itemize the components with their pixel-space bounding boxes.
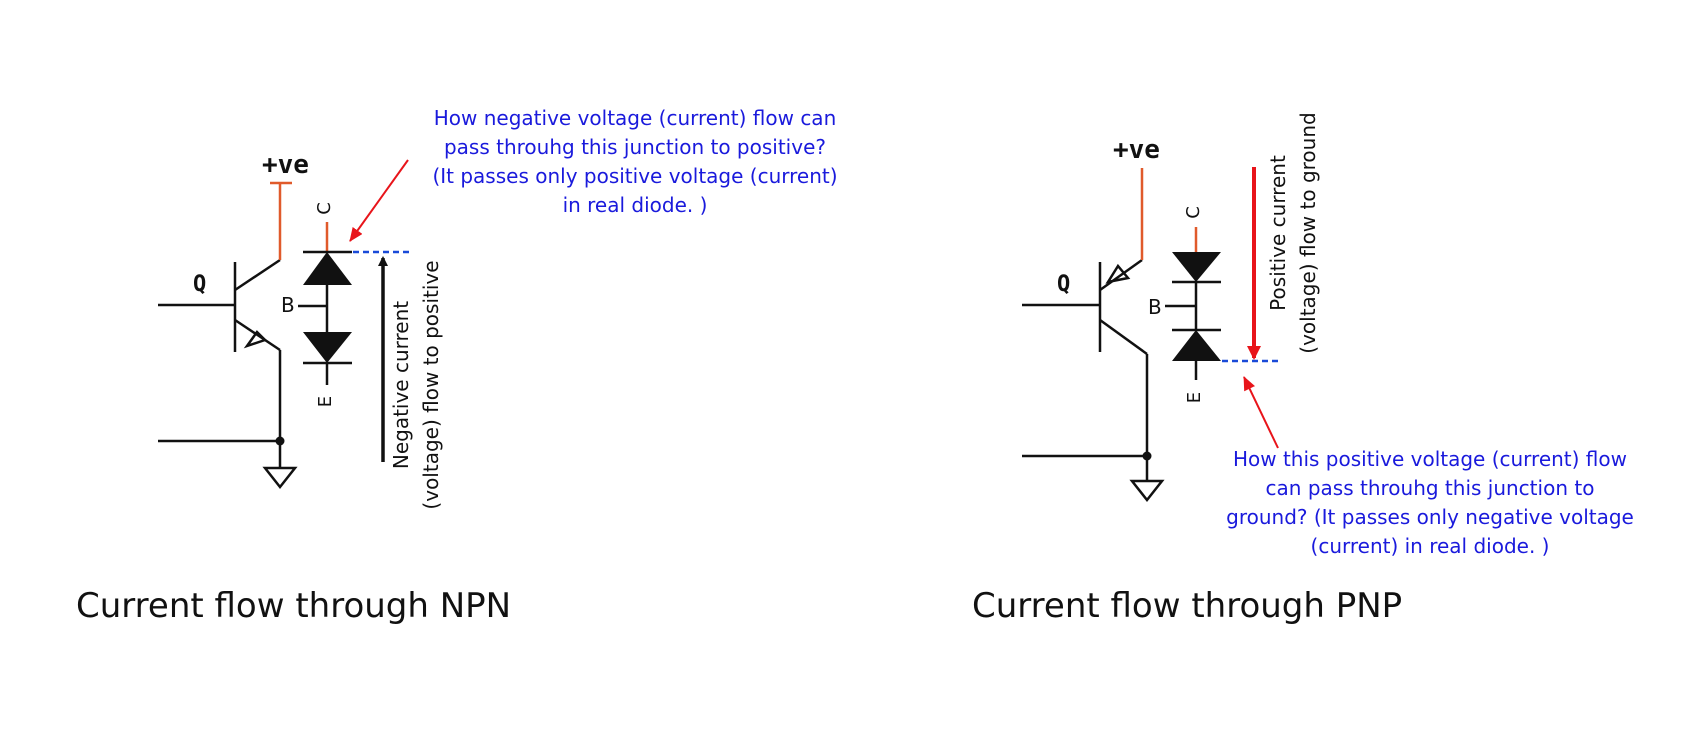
pnp-note-line-1: How this positive voltage (current) flow xyxy=(1232,447,1628,471)
npn-pin-e-label: E xyxy=(315,395,337,408)
npn-collector-leg xyxy=(234,258,281,292)
pnp-schematic xyxy=(1022,167,1279,503)
pnp-note-line-4: (current) in real diode. ) xyxy=(1310,534,1550,558)
pnp-flow-label: Positive current (voltage) flow to groun… xyxy=(1263,103,1323,363)
pnp-question-note: How this positive voltage (current) flow… xyxy=(1195,445,1665,561)
pnp-emitter-leg xyxy=(1099,258,1143,292)
pnp-transistor-label: Q xyxy=(1057,272,1071,297)
npn-caption: Current flow through NPN xyxy=(76,586,512,626)
npn-diode-upper-icon xyxy=(303,252,352,285)
npn-note-pointer-icon xyxy=(349,159,409,242)
pnp-pin-b-label: B xyxy=(1148,295,1162,319)
pnp-diode-lower-icon xyxy=(1172,330,1221,361)
npn-note-line-2: pass throuhg this junction to positive? xyxy=(443,135,826,159)
pnp-emitter-arrow-icon xyxy=(1105,263,1131,284)
pnp-diode-upper-icon xyxy=(1172,252,1221,282)
pnp-supply-label: +ve xyxy=(1113,135,1160,165)
pnp-collector-leg xyxy=(1099,318,1148,356)
npn-note-line-1: How negative voltage (current) flow can xyxy=(433,106,837,130)
npn-supply-label: +ve xyxy=(262,150,309,180)
pnp-junction-dot xyxy=(1142,451,1152,461)
npn-junction-dot xyxy=(275,436,285,446)
pnp-pin-c-label: C xyxy=(1182,206,1204,219)
npn-pin-c-label: C xyxy=(313,202,335,215)
npn-question-note: How negative voltage (current) flow can … xyxy=(400,104,870,220)
pnp-caption: Current flow through PNP xyxy=(972,586,1403,626)
npn-flow-label-line-2: (voltage) flow to positive xyxy=(419,260,443,510)
npn-note-line-3: (It passes only positive voltage (curren… xyxy=(432,164,838,188)
npn-schematic xyxy=(158,159,410,490)
pnp-flow-label-line-1: Positive current xyxy=(1266,155,1290,311)
pnp-note-line-3: ground? (It passes only negative voltage xyxy=(1226,505,1634,529)
npn-flow-label-line-1: Negative current xyxy=(389,300,413,470)
npn-emitter-arrow-icon xyxy=(243,330,268,349)
npn-flow-label: Negative current (voltage) flow to posit… xyxy=(386,255,446,515)
pnp-note-line-2: can pass throuhg this junction to xyxy=(1265,476,1595,500)
pnp-flow-label-line-2: (voltage) flow to ground xyxy=(1296,112,1320,354)
npn-ground-icon xyxy=(262,466,298,490)
npn-note-line-4: in real diode. ) xyxy=(562,193,708,217)
npn-transistor-label: Q xyxy=(193,272,207,297)
npn-diode-lower-icon xyxy=(303,332,352,363)
npn-emitter-leg xyxy=(234,318,281,352)
npn-pin-b-label: B xyxy=(281,293,295,317)
pnp-ground-icon xyxy=(1129,479,1165,503)
pnp-note-pointer-icon xyxy=(1243,376,1279,449)
pnp-pin-e-label: E xyxy=(1184,391,1206,404)
